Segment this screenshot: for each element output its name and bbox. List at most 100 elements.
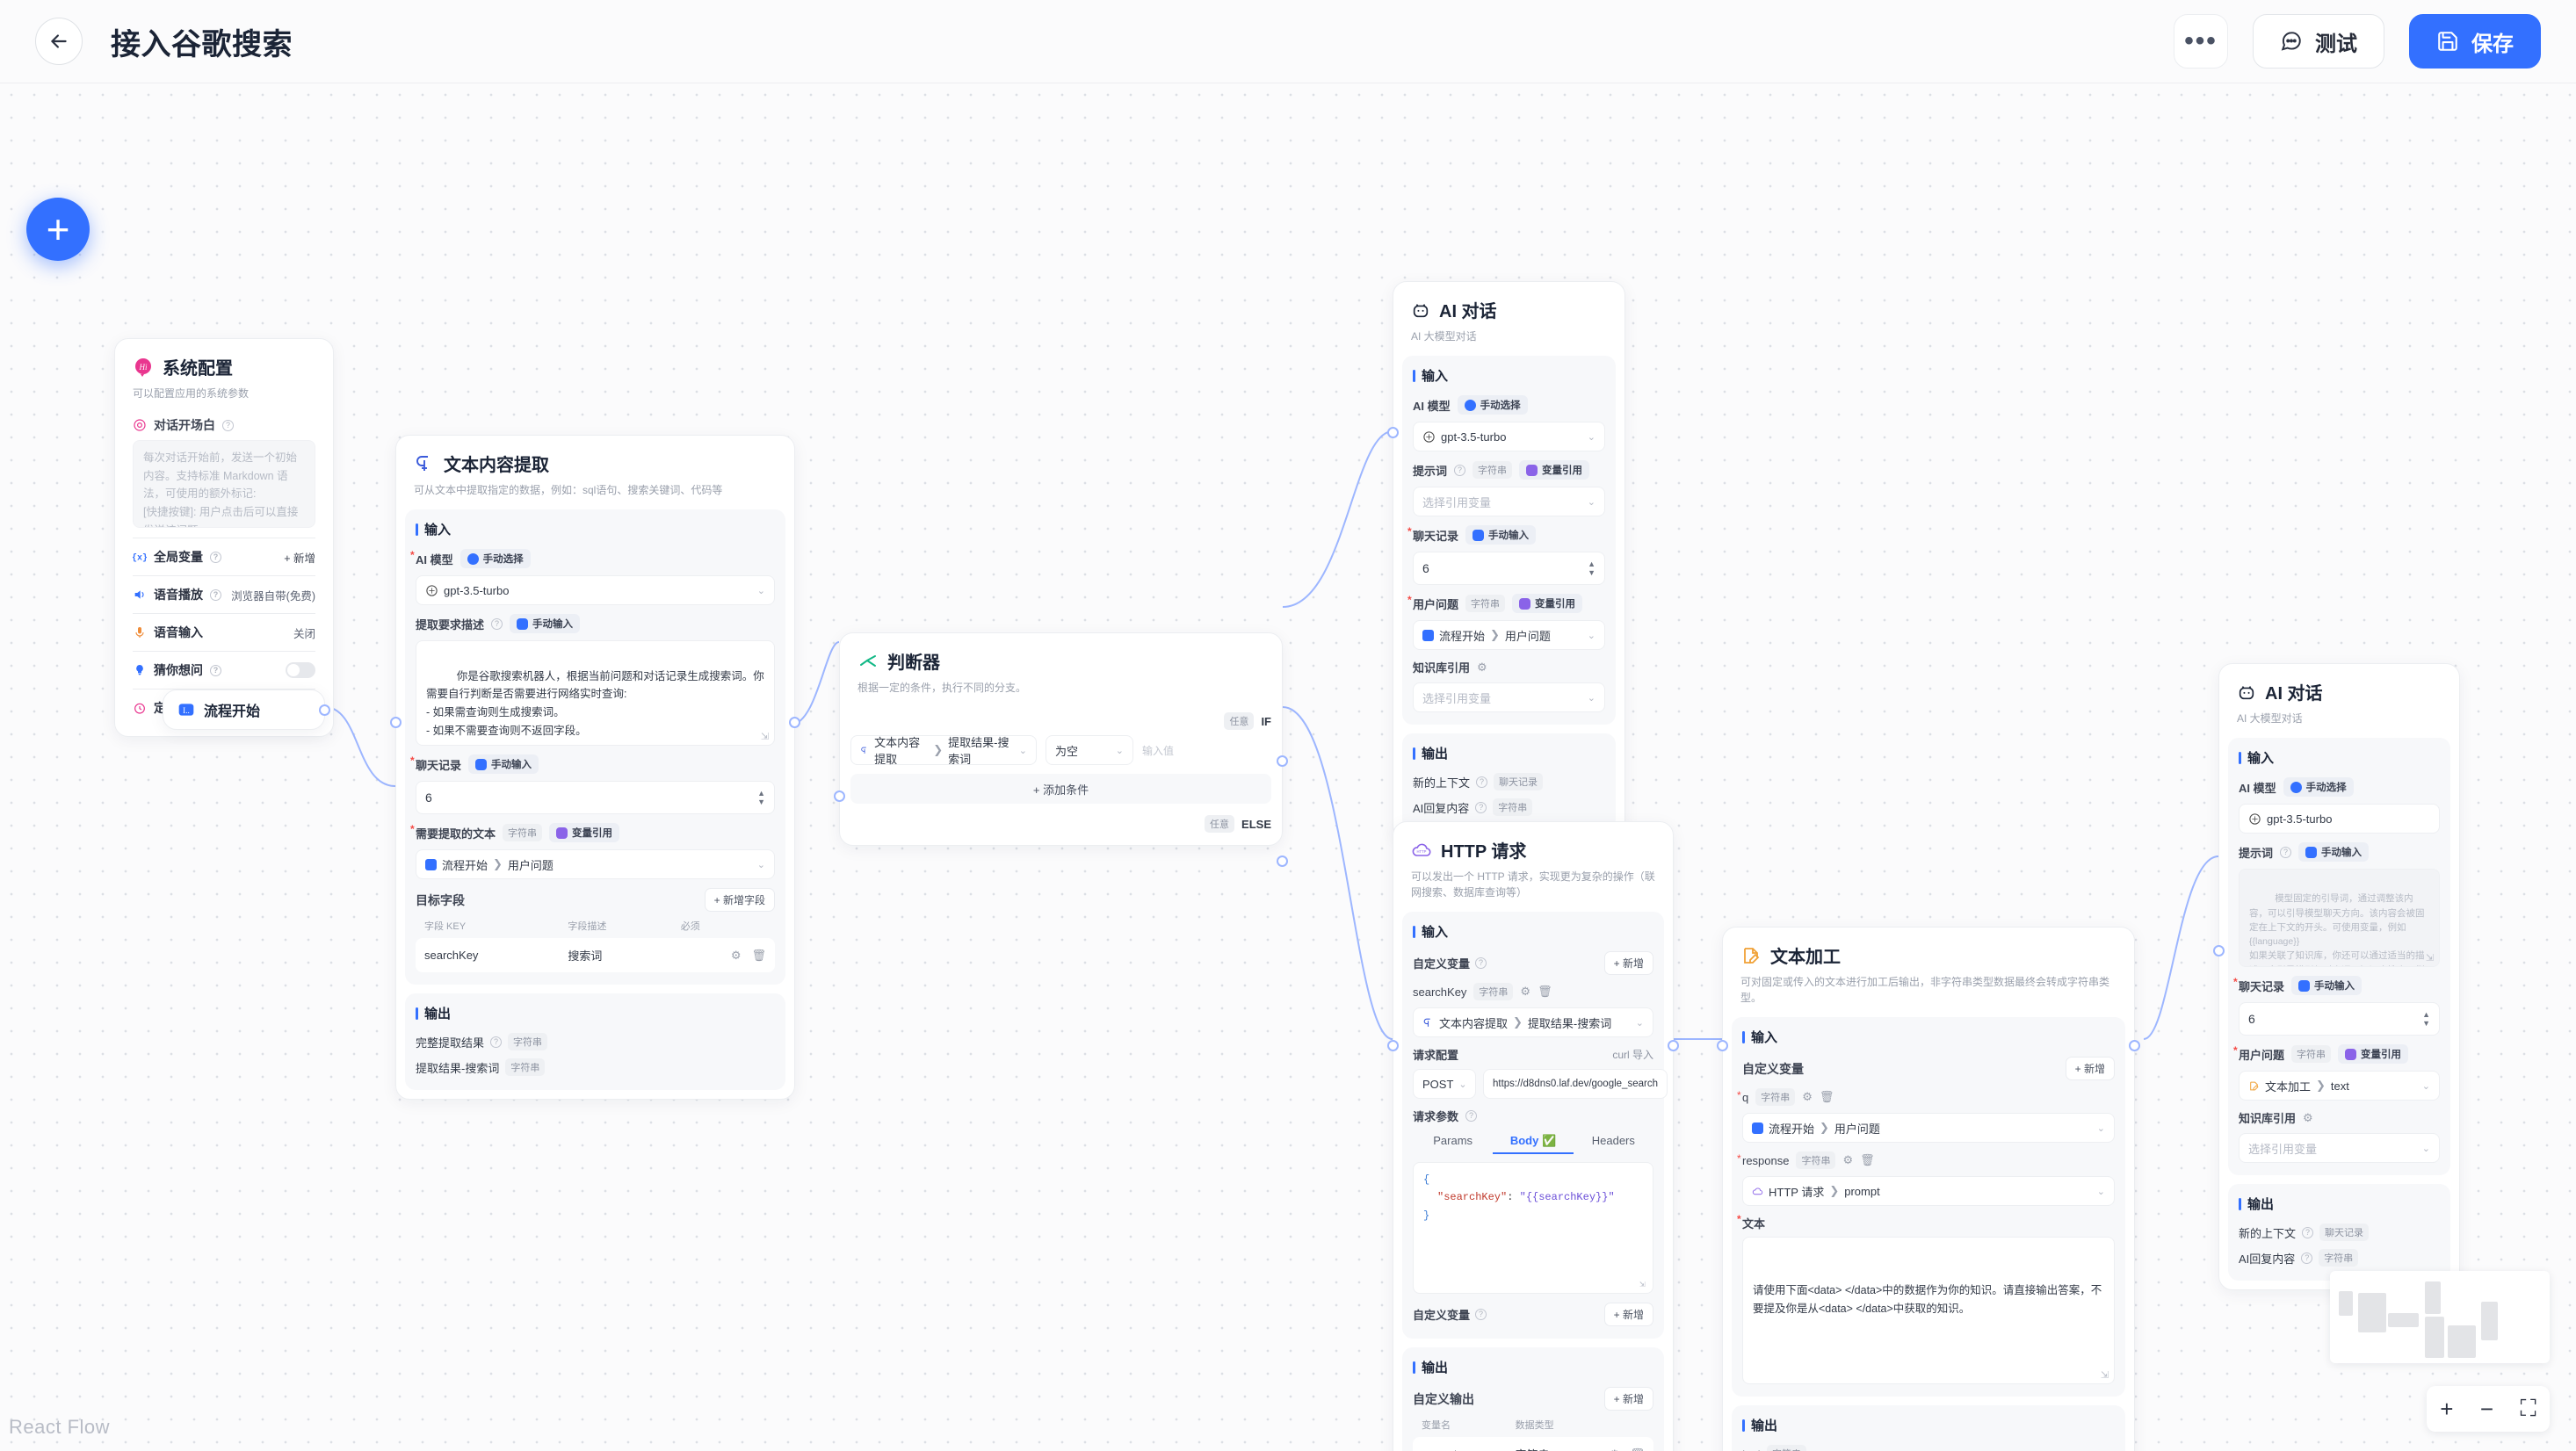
tab-headers[interactable]: Headers — [1591, 1134, 1635, 1147]
history-mode-chip[interactable]: 手动输入 — [1465, 525, 1537, 545]
stepper-down-icon[interactable]: ▼ — [757, 797, 765, 806]
model-select[interactable]: gpt-3.5-turbo ⌄ — [1413, 422, 1605, 451]
row-voice-play[interactable]: 语音播放 ? 浏览器自带(免费) — [133, 586, 315, 603]
stepper-up-icon[interactable]: ▲ — [2422, 1009, 2430, 1019]
help-icon[interactable]: ? — [1475, 1309, 1487, 1320]
stepper[interactable]: ▲▼ — [1588, 559, 1596, 577]
zoom-in-button[interactable]: + — [2440, 1395, 2454, 1422]
prompt-mode-chip[interactable]: 变量引用 — [1519, 460, 1590, 480]
port-in[interactable] — [834, 790, 845, 802]
port-in[interactable] — [1387, 427, 1399, 438]
help-icon[interactable]: ? — [490, 1036, 503, 1048]
question-mode-chip[interactable]: 变量引用 — [1512, 594, 1583, 613]
add-variable-button[interactable]: + 新增 — [1603, 951, 1653, 975]
port-in[interactable] — [2213, 945, 2225, 957]
history-number-input[interactable]: 6 ▲▼ — [2239, 1002, 2440, 1036]
port-in[interactable] — [1387, 1040, 1399, 1051]
port-out-else[interactable] — [1277, 855, 1288, 867]
model-select[interactable]: gpt-3.5-turbo ⌄ — [416, 575, 775, 605]
help-icon[interactable]: ? — [1454, 464, 1466, 476]
table-row[interactable]: searchKey 搜索词 ⚙ 🗑 — [416, 938, 775, 972]
condition-value-input[interactable]: 输入值 — [1142, 744, 1175, 757]
resize-handle-icon[interactable]: ⇲ — [2101, 1370, 2109, 1381]
guess-question-toggle[interactable] — [286, 662, 315, 678]
port-in[interactable] — [1717, 1040, 1728, 1051]
help-icon[interactable]: ? — [2302, 1226, 2314, 1238]
back-button[interactable] — [35, 18, 83, 65]
prompt-ref-select[interactable]: 选择引用变量 ⌄ — [1413, 487, 1605, 516]
help-icon[interactable]: ? — [210, 551, 221, 563]
row-global-variable[interactable]: {x} 全局变量 ? + 新增 — [133, 548, 315, 566]
test-button[interactable]: 测试 — [2253, 14, 2384, 69]
prompt-textarea[interactable]: 模型固定的引导词，通过调整该内容，可以引导模型聊天方向。该内容会被固定在上下文的… — [2239, 869, 2440, 967]
trash-icon[interactable]: 🗑 — [1538, 985, 1552, 998]
help-icon[interactable]: ? — [210, 664, 221, 676]
source-mode-chip[interactable]: 变量引用 — [549, 823, 620, 842]
minimap[interactable] — [2330, 1271, 2550, 1363]
stepper-up-icon[interactable]: ▲ — [757, 788, 765, 798]
help-icon[interactable]: ? — [210, 588, 221, 601]
http-url-input[interactable]: https://d8dns0.laf.dev/google_search — [1483, 1069, 1668, 1099]
question-select[interactable]: 流程开始❯用户问题 ⌄ — [1413, 620, 1605, 650]
history-number-input[interactable]: 6 ▲▼ — [416, 781, 775, 814]
table-row[interactable]: prompt 字符串 ⚙ 🗑 — [1413, 1437, 1653, 1451]
row-value[interactable]: 浏览器自带(免费) — [231, 589, 315, 603]
stepper-down-icon[interactable]: ▼ — [1588, 567, 1596, 577]
gear-icon[interactable]: ⚙ — [730, 948, 742, 962]
stepper[interactable]: ▲▼ — [757, 788, 765, 806]
help-icon[interactable]: ? — [222, 419, 234, 431]
http-body-editor[interactable]: { "searchKey": "{{searchKey}}" } ⇲ — [1413, 1162, 1653, 1294]
node-system-config[interactable]: Hi 系统配置 可以配置应用的系统参数 对话开场白 ? 每次对话开始前，发送一个… — [114, 338, 334, 737]
add-node-button[interactable]: + — [26, 198, 90, 261]
port-out[interactable] — [789, 717, 800, 728]
tab-body[interactable]: Body ✅ — [1493, 1130, 1574, 1154]
help-icon[interactable]: ? — [491, 617, 503, 630]
save-button[interactable]: 保存 — [2409, 14, 2541, 69]
add-variable-button[interactable]: + 新增 — [2065, 1057, 2115, 1080]
help-icon[interactable]: ? — [2301, 1252, 2313, 1264]
trash-icon[interactable]: 🗑 — [751, 948, 766, 962]
model-mode-chip[interactable]: 手动选择 — [459, 549, 531, 568]
add-variable-button-2[interactable]: + 新增 — [1603, 1303, 1653, 1326]
prompt-mode-chip[interactable]: 手动输入 — [2298, 842, 2370, 862]
zoom-out-button[interactable]: − — [2479, 1395, 2494, 1422]
node-text-process[interactable]: 文本加工 可对固定或传入的文本进行加工后输出，非字符串类型数据最终会转成字符串类… — [1717, 927, 2140, 1451]
help-icon[interactable]: ? — [1475, 957, 1487, 969]
port-out-if[interactable] — [1277, 755, 1288, 767]
var2-value-select[interactable]: HTTP 请求❯prompt ⌄ — [1742, 1176, 2115, 1206]
question-mode-chip[interactable]: 变量引用 — [2338, 1044, 2409, 1064]
help-icon[interactable]: ? — [1465, 1110, 1478, 1122]
help-icon[interactable]: ? — [2280, 846, 2292, 858]
model-mode-chip[interactable]: 手动选择 — [1457, 395, 1528, 415]
source-select[interactable]: 流程开始❯用户问题 ⌄ — [416, 849, 775, 879]
flow-canvas[interactable]: + React Flow Hi 系统配置 可以配置应用的系统参数 — [0, 83, 2576, 1451]
gear-icon[interactable]: ⚙ — [1842, 1153, 1854, 1166]
question-select[interactable]: 文本加工❯text ⌄ — [2239, 1071, 2440, 1101]
node-http-request[interactable]: HTTP HTTP 请求 可以发出一个 HTTP 请求，实现更为复杂的操作（联网… — [1387, 821, 1679, 1451]
opening-textarea[interactable]: 每次对话开始前，发送一个初始内容。支持标准 Markdown 语法，可使用的额外… — [133, 440, 315, 528]
row-voice-input[interactable]: 语音输入 关闭 — [133, 624, 315, 641]
add-condition-button[interactable]: + 添加条件 — [850, 774, 1271, 804]
trash-icon[interactable]: 🗑 — [1860, 1153, 1875, 1166]
node-text-extract[interactable]: 文本内容提取 可从文本中提取指定的数据，例如：sql语句、搜索关键词、代码等 输… — [390, 435, 800, 1100]
port-out[interactable] — [319, 704, 330, 716]
help-icon[interactable]: ? — [1476, 776, 1488, 788]
http-method-select[interactable]: POST ⌄ — [1413, 1069, 1476, 1099]
prompt-textarea[interactable]: 你是谷歌搜索机器人，根据当前问题和对话记录生成搜索词。你需要自行判断是否需要进行… — [416, 640, 775, 746]
node-ai-chat-right[interactable]: AI 对话 AI 大模型对话 输入 AI 模型 手动选择 gpt-3.5-tur… — [2213, 663, 2460, 1290]
text-content-textarea[interactable]: 请使用下面<data> </data>中的数据作为你的知识。请直接输出答案，不要… — [1742, 1237, 2115, 1384]
gear-icon[interactable]: ⚙ — [1520, 985, 1531, 998]
add-output-button[interactable]: + 新增 — [1603, 1387, 1653, 1411]
curl-import-button[interactable]: curl 导入 — [1612, 1049, 1653, 1061]
tab-params[interactable]: Params — [1433, 1134, 1473, 1147]
prompt-mode-chip[interactable]: 手动输入 — [510, 614, 581, 633]
history-mode-chip[interactable]: 手动输入 — [468, 754, 539, 774]
port-out[interactable] — [1668, 1040, 1679, 1051]
gear-icon[interactable]: ⚙ — [1610, 1447, 1620, 1451]
condition-operator-select[interactable]: 为空 ⌄ — [1046, 735, 1133, 765]
add-field-button[interactable]: + 新增字段 — [704, 888, 775, 912]
row-guess-question[interactable]: 猜你想问 ? — [133, 661, 315, 679]
condition-variable-select[interactable]: 文本内容提取❯提取结果-搜索词 ⌄ — [850, 735, 1037, 766]
node-flow-start[interactable]: I.. 流程开始 — [163, 689, 330, 730]
model-select[interactable]: gpt-3.5-turbo — [2239, 804, 2440, 834]
